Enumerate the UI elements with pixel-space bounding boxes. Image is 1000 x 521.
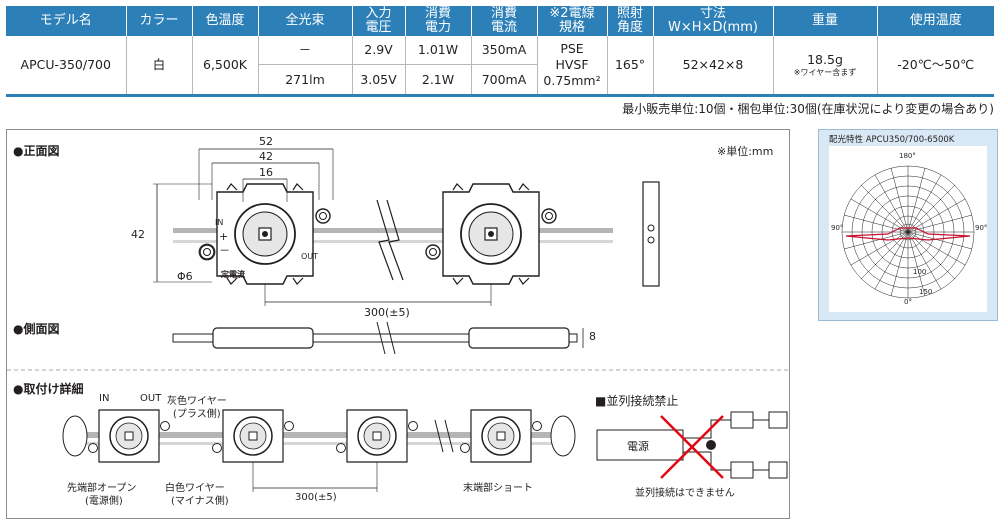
- cell-color: 白: [125, 36, 192, 97]
- cell-current: 700mA: [470, 64, 537, 97]
- cell-power: 1.01W: [404, 36, 471, 65]
- weight-value: 18.5g: [807, 52, 843, 67]
- dim-8: 8: [589, 330, 596, 343]
- minus-sign: －: [219, 244, 230, 257]
- cell-voltage: 3.05V: [351, 64, 405, 97]
- dim-300: 300(±5): [364, 306, 410, 319]
- cell-size: 52×42×8: [652, 36, 773, 97]
- mount-module-3: [335, 409, 419, 463]
- mount-out-label: OUT: [140, 393, 162, 404]
- end-short-label: 末端部ショート: [463, 483, 533, 494]
- badge-text: 定電流: [221, 270, 245, 279]
- cell-wire: PSE HVSF 0.75mm²: [536, 36, 607, 97]
- white-wire-label: 白色ワイヤー: [165, 483, 225, 494]
- front-view-label: ●正面図: [13, 144, 60, 158]
- dim-16: 16: [259, 166, 273, 179]
- cell-power: 2.1W: [404, 64, 471, 97]
- spec-table: モデル名 カラー 色温度 全光束 入力 電圧 消費 電力 消費 電流 ※2電線 …: [6, 6, 994, 97]
- light-distribution-panel: 配光特性 APCU350/700-6500K 180° 90° 90° 0° 1…: [818, 129, 998, 321]
- cell-temp-range: -20℃～50℃: [876, 36, 994, 97]
- technical-drawing: [7, 148, 789, 492]
- power-label: 電源: [627, 440, 649, 453]
- col-header: 重量: [772, 6, 877, 36]
- white-wire-sub: (マイナス側): [171, 496, 229, 507]
- min-order-note: 最小販売単位:10個・梱包単位:30個(在庫状況により変更の場合あり): [622, 102, 994, 116]
- dim-52: 52: [259, 135, 273, 148]
- cell-current: 350mA: [470, 36, 537, 65]
- dim-phi: Φ6: [177, 270, 193, 283]
- col-header: 色温度: [191, 6, 258, 36]
- mount-detail-label: ●取付け詳細: [13, 382, 84, 396]
- mount-in-label: IN: [99, 393, 110, 404]
- polar-chart: [829, 146, 987, 312]
- gray-wire-label: 灰色ワイヤー: [167, 396, 227, 407]
- out-label: OUT: [301, 252, 319, 261]
- radius-150: 150: [919, 288, 933, 296]
- col-header: カラー: [125, 6, 192, 36]
- col-header: ※2電線 規格: [536, 6, 607, 36]
- drawing-panel: ●正面図 ●側面図 ●取付け詳細 ※単位:mm 52 42 16 42 Φ6 3…: [6, 129, 790, 519]
- table-row: 271lm 3.05V 2.1W 700mA: [6, 64, 994, 97]
- dim-42: 42: [259, 150, 273, 163]
- weight-note: ※ワイヤー含まず: [793, 68, 857, 77]
- light-distribution-title: 配光特性 APCU350/700-6500K: [829, 135, 955, 145]
- cell-lumen: －: [257, 36, 352, 65]
- col-header: 消費 電力: [404, 6, 471, 36]
- module-front-2: [425, 183, 557, 285]
- dim-42-vertical: 42: [131, 228, 145, 241]
- col-header: 入力 電圧: [351, 6, 405, 36]
- col-header: 照射 角度: [606, 6, 653, 36]
- gray-wire-sub: (プラス側): [173, 409, 221, 420]
- mount-module-4: [459, 409, 543, 463]
- mount-module-2: [211, 409, 295, 463]
- side-view-label: ●側面図: [13, 322, 60, 336]
- cell-lumen: 271lm: [257, 64, 352, 97]
- col-header: 消費 電流: [470, 6, 537, 36]
- tip-open-label: 先端部オープン: [67, 483, 137, 494]
- in-label: IN: [215, 218, 224, 227]
- col-header: 使用温度: [876, 6, 994, 36]
- unit-note: ※単位:mm: [717, 145, 774, 158]
- parallel-title: ■並列接続禁止: [595, 394, 679, 408]
- col-header: 寸法 W×H×D(mm): [652, 6, 773, 36]
- cell-weight: 18.5g ※ワイヤー含まず: [772, 36, 877, 97]
- angle-90-right: 90°: [975, 224, 988, 232]
- tip-open-sub: (電源側): [85, 496, 123, 507]
- angle-180: 180°: [899, 152, 916, 160]
- mount-dim-300: 300(±5): [295, 492, 337, 503]
- angle-0: 0°: [904, 298, 912, 306]
- cell-angle: 165°: [606, 36, 653, 97]
- radius-100: 100: [913, 268, 927, 276]
- cell-model: APCU-350/700: [6, 36, 126, 97]
- table-header-row: モデル名 カラー 色温度 全光束 入力 電圧 消費 電力 消費 電流 ※2電線 …: [6, 6, 994, 36]
- parallel-caption: 並列接続はできません: [635, 488, 735, 499]
- col-header: モデル名: [6, 6, 126, 36]
- table-row: APCU-350/700 白 6,500K － 2.9V 1.01W 350mA…: [6, 36, 994, 97]
- angle-90-left: 90°: [831, 224, 844, 232]
- cell-temp: 6,500K: [191, 36, 258, 97]
- plus-sign: +: [219, 230, 229, 243]
- mount-module-1: [87, 409, 171, 463]
- col-header: 全光束: [257, 6, 352, 36]
- cell-voltage: 2.9V: [351, 36, 405, 65]
